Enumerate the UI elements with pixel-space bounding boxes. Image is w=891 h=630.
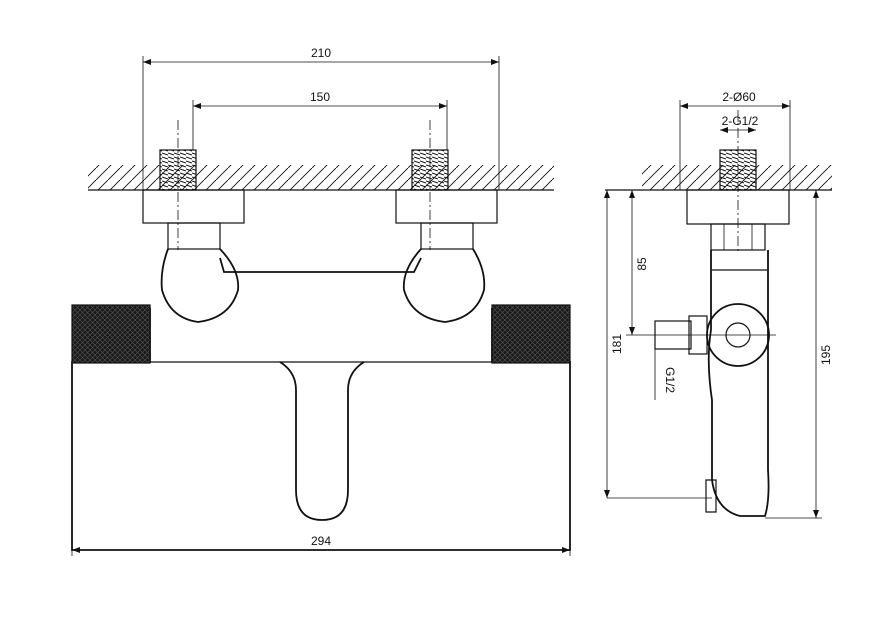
front-view: 210 150 294 (71, 46, 571, 556)
dimension-181: 181 (604, 190, 712, 499)
side-outlet-connection (654, 315, 708, 355)
wall-hatch-front (88, 165, 554, 191)
wall-hatch-side (605, 165, 832, 191)
dimension-210: 210 (142, 46, 500, 190)
dimension-2-g12: 2-G1/2 (720, 114, 759, 133)
dim-label-195: 195 (819, 345, 833, 365)
dimension-g12: G1/2 (654, 349, 677, 400)
dimension-195: 195 (765, 190, 833, 519)
dim-label-85: 85 (635, 257, 649, 271)
left-knurled-handle (71, 304, 151, 364)
right-knurled-handle (491, 304, 571, 364)
dim-label-210: 210 (311, 46, 331, 60)
dimension-85: 85 (626, 190, 655, 336)
dimension-294: 294 (71, 534, 571, 556)
dim-label-294: 294 (311, 534, 331, 548)
side-view: 2-Ø60 2-G1/2 85 181 195 (604, 90, 833, 519)
dimension-2-d60: 2-Ø60 (679, 90, 791, 190)
connector-bar (219, 257, 422, 273)
spout (279, 361, 365, 521)
side-bottom-outlet (705, 479, 717, 513)
side-body-profile (707, 250, 770, 517)
dim-label-181: 181 (610, 334, 624, 354)
dim-label-2-d60: 2-Ø60 (722, 90, 756, 104)
dim-label-g12: G1/2 (663, 367, 677, 393)
dim-label-2-g12: 2-G1/2 (722, 114, 759, 128)
dimension-150: 150 (192, 90, 448, 150)
dim-label-150: 150 (310, 90, 330, 104)
